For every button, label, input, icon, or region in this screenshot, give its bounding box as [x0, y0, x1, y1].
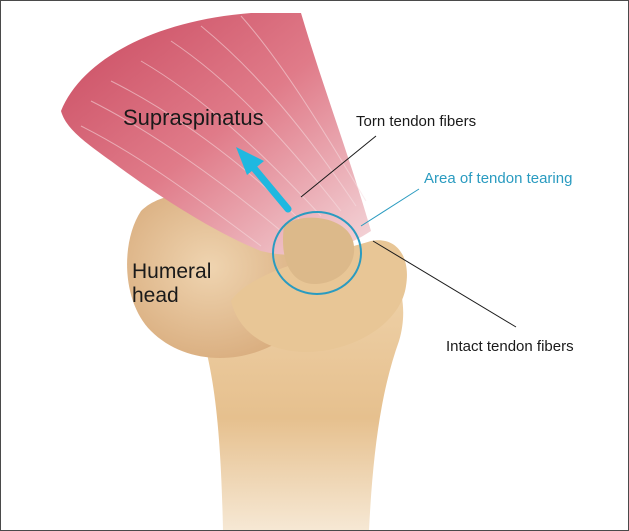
label-area-tearing: Area of tendon tearing — [424, 171, 572, 186]
label-torn-fibers: Torn tendon fibers — [356, 114, 476, 129]
label-supraspinatus: Supraspinatus — [123, 107, 264, 129]
leader-line-area — [361, 189, 419, 226]
label-intact-fibers: Intact tendon fibers — [446, 339, 574, 354]
label-humeral-head: Humeral head — [132, 260, 252, 308]
supraspinatus-muscle — [61, 13, 371, 255]
